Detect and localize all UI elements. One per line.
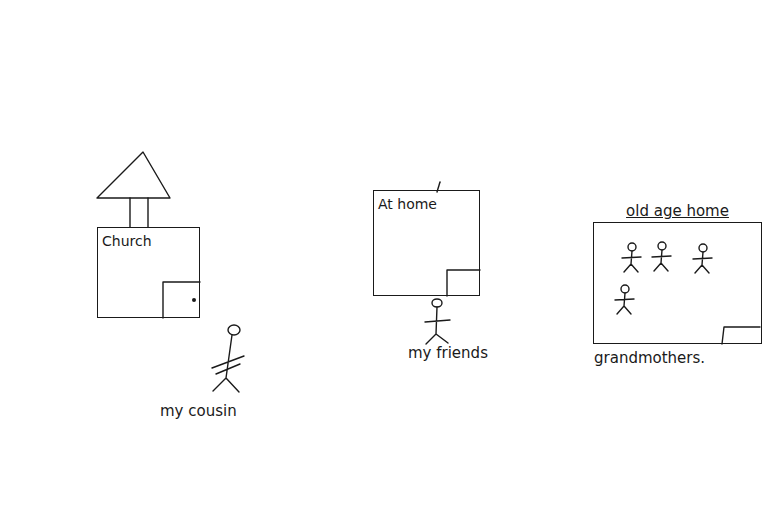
stick-figure: [212, 335, 244, 392]
grandmother-figures: [615, 242, 712, 314]
door: [163, 282, 200, 318]
door: [447, 270, 480, 296]
stick-figure-head: [432, 299, 442, 307]
building-heading: old age home: [593, 200, 762, 222]
stick-figure: [425, 307, 450, 344]
old-age-home-box: old age home: [593, 200, 762, 344]
stick-figure-head: [228, 325, 240, 335]
building-outline: [593, 222, 762, 344]
house-box: At home: [373, 190, 480, 296]
door: [722, 327, 760, 344]
steeple-stem: [130, 198, 148, 227]
figure-label: my friends: [408, 344, 488, 362]
door-knob: [192, 298, 196, 302]
building-name: Church: [102, 233, 152, 249]
building-name: At home: [378, 196, 437, 212]
figure-label: my cousin: [160, 402, 237, 420]
steeple-roof: [97, 152, 170, 198]
figure-label: grandmothers.: [594, 349, 705, 367]
church-box: Church: [97, 227, 200, 318]
